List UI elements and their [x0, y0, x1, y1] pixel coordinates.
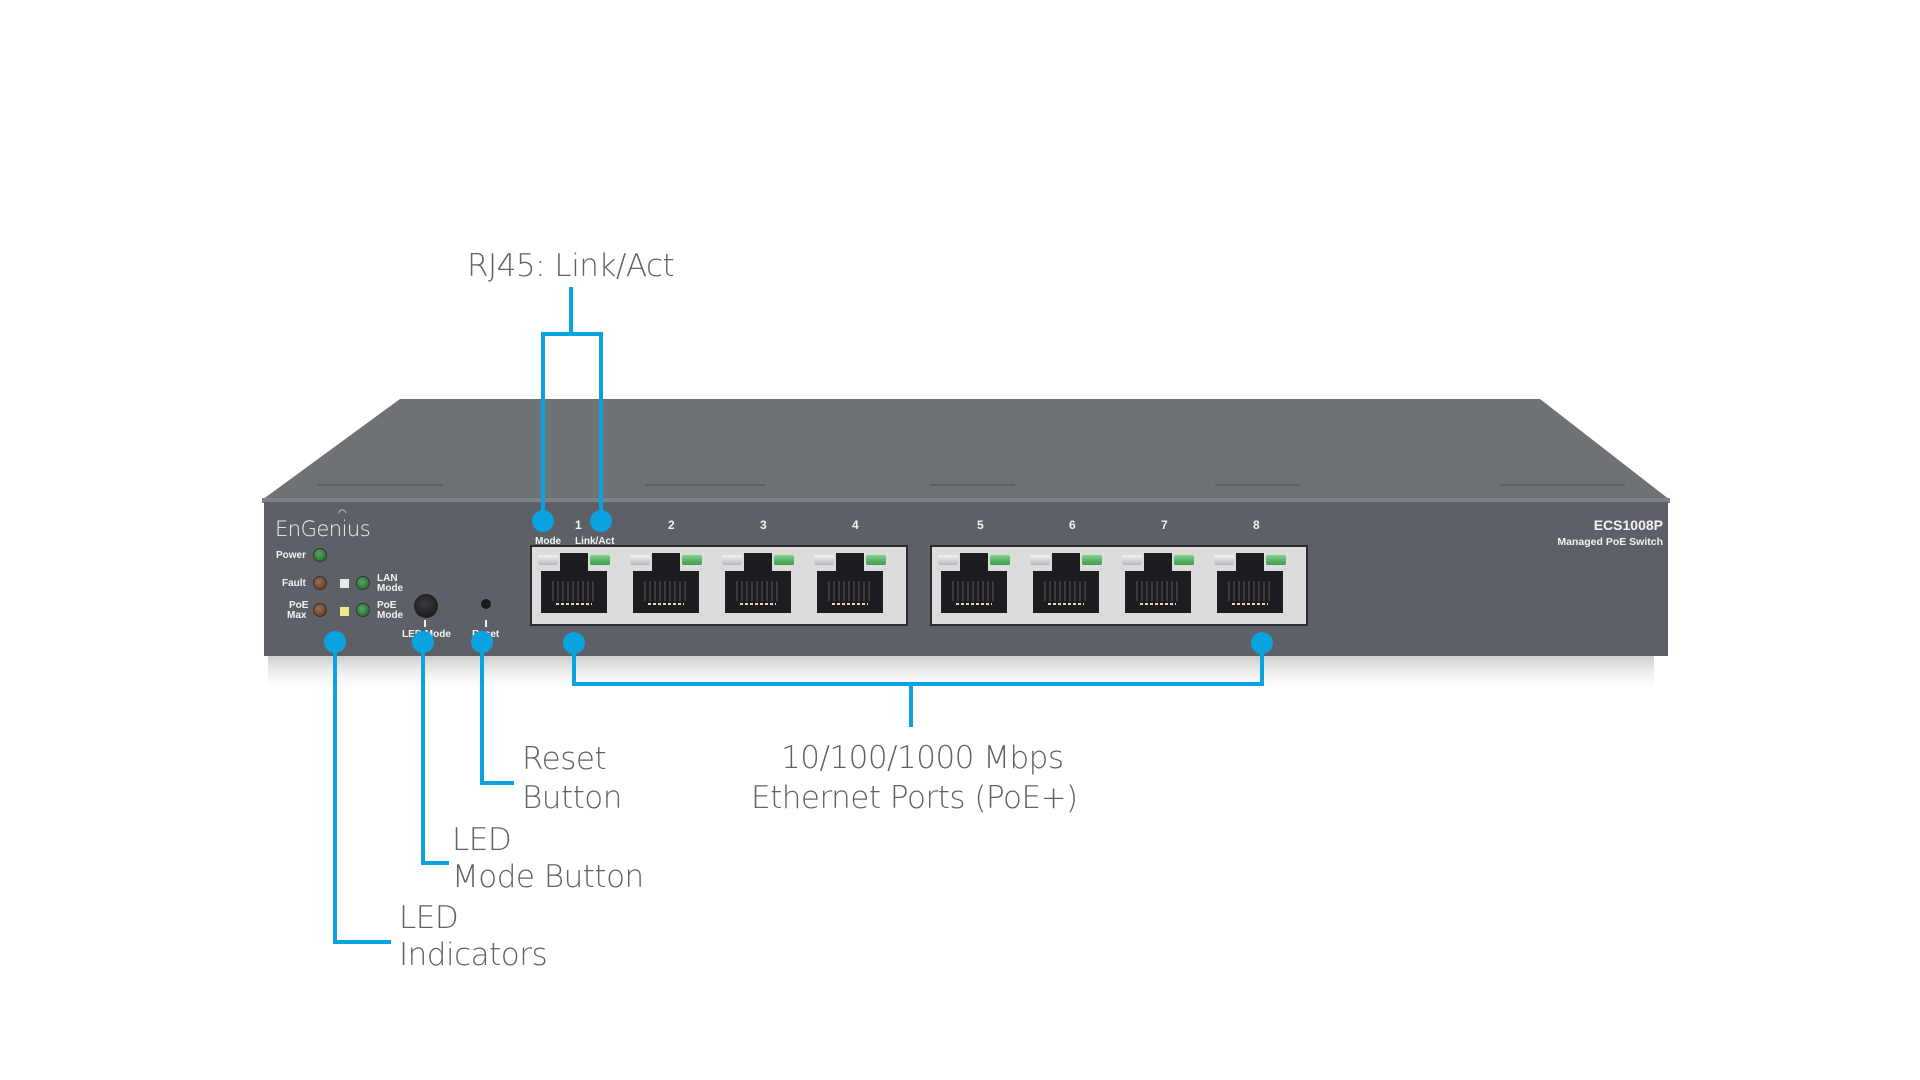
brand-name: EnGenius — [275, 517, 371, 541]
poe-mode-led — [356, 603, 370, 617]
ethernet-port-6[interactable] — [1028, 551, 1104, 617]
port-block-1-4 — [530, 545, 908, 626]
mode-led — [1214, 555, 1234, 565]
top-groove — [930, 484, 1015, 486]
callout-ports-bar — [572, 682, 1264, 686]
link-act-led — [866, 555, 886, 565]
callout-led-mode-foot — [421, 861, 449, 865]
callout-ports-stem — [909, 682, 913, 727]
port-number: 4 — [852, 518, 859, 532]
port-number: 1 — [575, 518, 582, 532]
port-number: 7 — [1161, 518, 1168, 532]
ethernet-port-3[interactable] — [720, 551, 796, 617]
brand-logo: EnGenius ◠ — [275, 508, 371, 541]
callout-ports-label-2: Ethernet Ports (PoE+) — [751, 780, 1078, 816]
callout-led-indicators-foot — [333, 940, 391, 944]
ethernet-port-2[interactable] — [628, 551, 704, 617]
wifi-icon: ◠ — [338, 508, 347, 519]
top-groove — [318, 484, 443, 486]
poe-mode-indicator-square — [340, 607, 349, 616]
led-label-poe-max-2: Max — [287, 610, 307, 621]
port-header-link-act: Link/Act — [575, 536, 615, 547]
port-number: 8 — [1253, 518, 1260, 532]
callout-led-indicators-label-2: Indicators — [399, 937, 548, 973]
ethernet-port-4[interactable] — [812, 551, 888, 617]
mode-led — [722, 555, 742, 565]
led-label-power: Power — [276, 550, 307, 561]
power-led — [313, 548, 327, 562]
mode-led — [1030, 555, 1050, 565]
led-label-fault: Fault — [282, 578, 306, 589]
lan-mode-indicator-square — [340, 579, 349, 588]
callout-reset-foot — [480, 781, 514, 785]
led-label-poe-mode-2: Mode — [377, 610, 404, 621]
led-label-lan-mode-1: LAN — [377, 573, 398, 584]
link-act-led — [682, 555, 702, 565]
led-label-poe-max-1: PoE — [289, 600, 309, 611]
led-label-lan-mode-2: Mode — [377, 583, 404, 594]
poe-max-led — [313, 603, 327, 617]
port-number: 6 — [1069, 518, 1076, 532]
callout-led-mode-line — [421, 642, 425, 865]
lan-mode-led — [356, 576, 370, 590]
port-number: 5 — [977, 518, 984, 532]
callout-rj45-leg-link — [599, 332, 603, 520]
top-groove — [1500, 484, 1625, 486]
mode-led — [1122, 555, 1142, 565]
callout-led-indicators-label-1: LED — [399, 900, 459, 936]
ethernet-port-1[interactable] — [536, 551, 612, 617]
switch-shadow — [268, 655, 1654, 695]
led-mode-button[interactable] — [414, 594, 438, 618]
mode-led — [538, 555, 558, 565]
top-groove — [645, 484, 765, 486]
callout-led-indicators-line — [333, 642, 337, 944]
mode-led — [630, 555, 650, 565]
ethernet-port-5[interactable] — [936, 551, 1012, 617]
ethernet-port-7[interactable] — [1120, 551, 1196, 617]
callout-led-mode-label-1: LED — [452, 822, 512, 858]
callout-reset-line — [480, 642, 484, 785]
reset-tick — [485, 620, 487, 627]
fault-led — [313, 576, 327, 590]
port-block-5-8 — [930, 545, 1308, 626]
callout-ports-label-1: 10/100/1000 Mbps — [781, 740, 1064, 776]
callout-rj45-bar — [541, 332, 603, 336]
ethernet-port-8[interactable] — [1212, 551, 1288, 617]
callout-led-mode-label-2: Mode Button — [452, 859, 644, 895]
callout-reset-label-1: Reset — [522, 741, 607, 777]
mode-led — [938, 555, 958, 565]
port-number: 2 — [668, 518, 675, 532]
callout-dot-mode — [532, 510, 554, 532]
link-act-led — [1174, 555, 1194, 565]
model-description: Managed PoE Switch — [1557, 536, 1663, 548]
led-mode-tick — [424, 620, 426, 627]
top-groove — [1215, 484, 1300, 486]
model-name: ECS1008P — [1593, 517, 1663, 533]
callout-ports-left-leg — [572, 643, 576, 686]
link-act-led — [990, 555, 1010, 565]
callout-dot-link-act — [590, 510, 612, 532]
link-act-led — [1082, 555, 1102, 565]
switch-top-edge — [262, 498, 1670, 503]
switch-top-surface — [262, 399, 1670, 500]
mode-led — [814, 555, 834, 565]
port-number: 3 — [760, 518, 767, 532]
callout-reset-label-2: Button — [522, 780, 622, 816]
led-label-poe-mode-1: PoE — [377, 600, 397, 611]
callout-rj45-stem — [569, 287, 573, 335]
reset-button[interactable] — [481, 599, 491, 609]
callout-ports-right-leg — [1260, 643, 1264, 686]
callout-rj45-leg-mode — [541, 332, 545, 520]
callout-rj45-label: RJ45: Link/Act — [467, 248, 675, 284]
port-header-mode: Mode — [535, 536, 562, 547]
link-act-led — [1266, 555, 1286, 565]
link-act-led — [590, 555, 610, 565]
link-act-led — [774, 555, 794, 565]
